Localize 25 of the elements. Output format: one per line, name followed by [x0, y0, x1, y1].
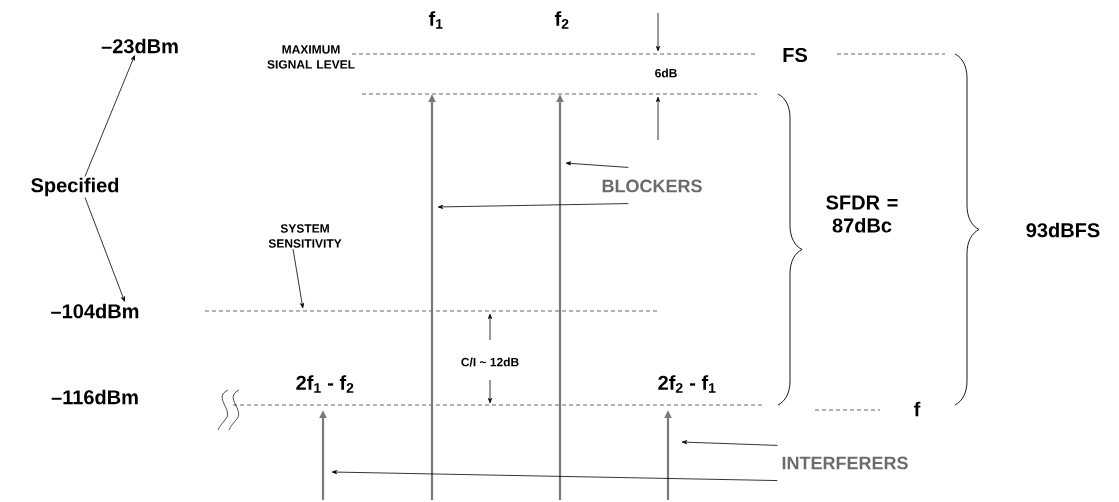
- level-label: –104dBm: [51, 303, 139, 319]
- dimension-label: SFDR = 87dBc: [826, 195, 898, 233]
- arrow: [84, 197, 125, 302]
- arrow: [437, 203, 629, 209]
- dimension-label: C/I ~ 12dB: [461, 357, 519, 367]
- arrow: [84, 55, 135, 177]
- dimension-label: 93dBFS: [1026, 222, 1100, 238]
- frequency-label: 2f$_{1}$ - f$_{2}$: [296, 375, 354, 393]
- arrow: [681, 440, 778, 446]
- arrow: [331, 470, 778, 481]
- frequency-label: f$_{2}$: [554, 11, 569, 29]
- annotation-text: SYSTEM SENSITIVITY: [268, 224, 342, 248]
- frequency-label: 2f$_{2}$ - f$_{1}$: [658, 375, 716, 393]
- level-label: FS: [783, 47, 807, 63]
- annotation-text: Specified: [31, 177, 119, 197]
- arrow: [565, 161, 629, 168]
- level-label: –116dBm: [51, 389, 138, 405]
- annotation-text: INTERFERERS: [782, 456, 908, 470]
- frequency-label: f: [914, 401, 921, 417]
- annotation-text: MAXIMUM SIGNAL LEVEL: [267, 45, 355, 69]
- level-label: –23dBm: [101, 38, 178, 54]
- dimension-label: 6dB: [655, 68, 677, 78]
- arrow: [292, 248, 305, 309]
- annotation-text: BLOCKERS: [602, 179, 702, 193]
- frequency-label: f$_{1}$: [428, 11, 443, 29]
